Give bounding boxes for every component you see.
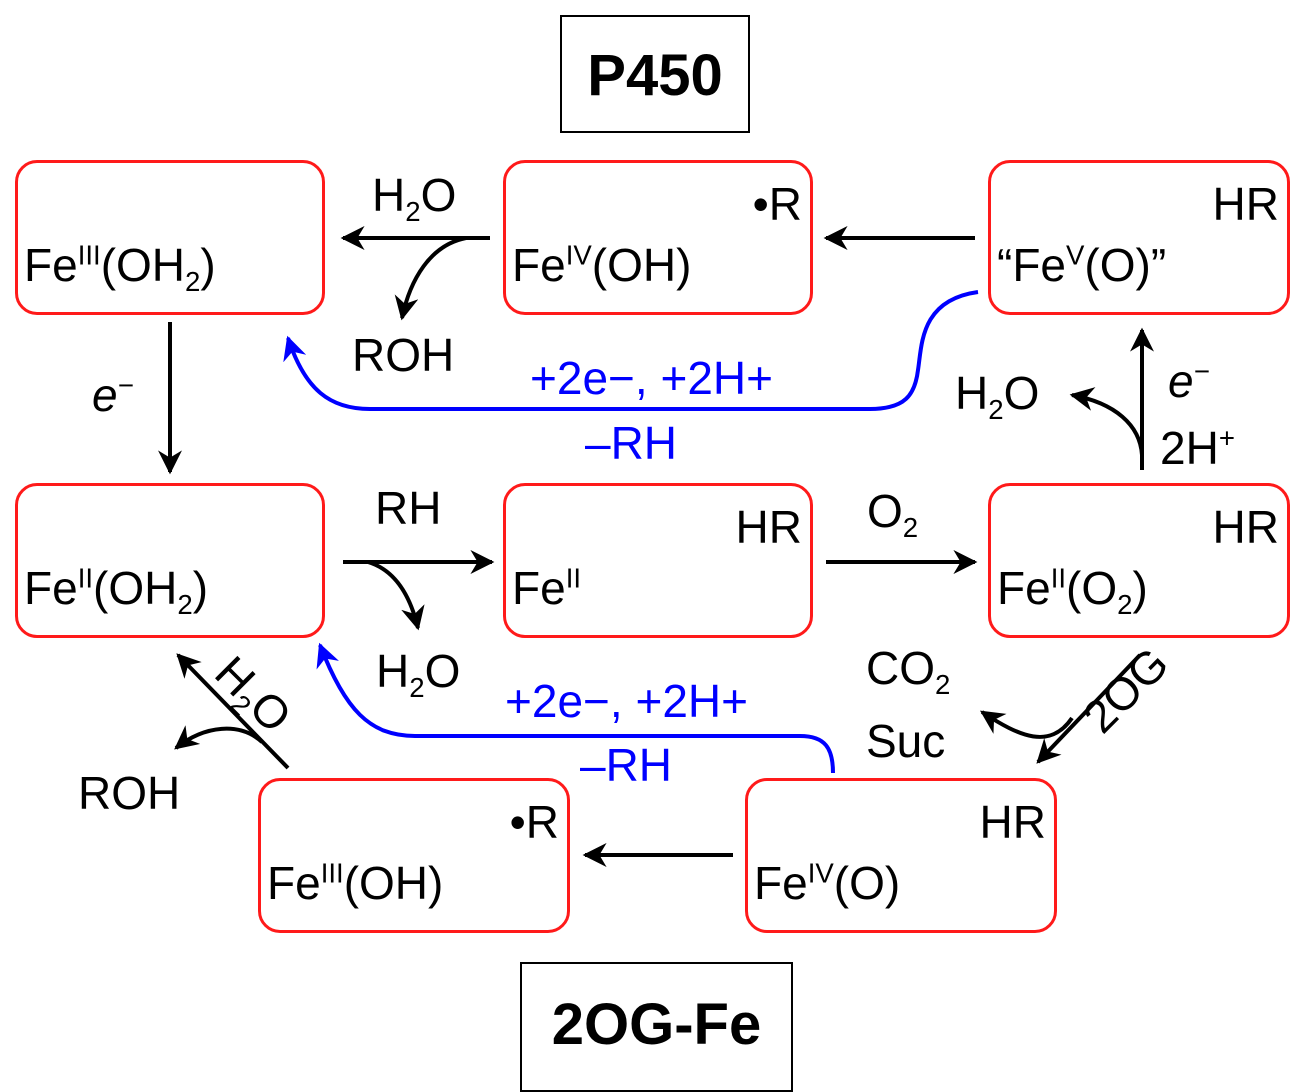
label-roh-top: ROH (352, 329, 455, 381)
label-o2: O2 (867, 485, 919, 544)
label-two-protons: 2H+ (1160, 422, 1235, 474)
state-formula: FeIV(O) (754, 857, 901, 909)
state-fe4-oxo: HR FeIV(O) (745, 778, 1057, 933)
state-formula: “FeV(O)” (997, 239, 1167, 291)
arrow-co2-release (979, 710, 1074, 739)
shunt-label-bottom-line2: –RH (580, 739, 673, 791)
state-fe2-substrate: HR FeII (503, 483, 813, 638)
state-formula: FeIII(OH2) (24, 239, 216, 298)
label-water-top: H2O (372, 169, 457, 228)
substrate-tag: HR (979, 796, 1046, 848)
arrow-s6-to-s8 (1036, 653, 1142, 764)
state-formula: FeII(OH2) (24, 562, 209, 621)
radical-tag: •R (509, 796, 559, 848)
state-fe2-aqua: FeII(OH2) (15, 483, 325, 638)
state-formula: FeIII(OH) (267, 857, 444, 909)
label-water-mid: H2O (376, 645, 461, 704)
p450-title: P450 (560, 15, 750, 133)
arrow-roh-release-top (394, 236, 467, 321)
state-formula: FeIV(OH) (512, 239, 692, 291)
label-co2: CO2 (866, 642, 951, 701)
label-rh: RH (375, 482, 442, 534)
substrate-tag: HR (1212, 501, 1279, 553)
arrow-s7-to-s4 (176, 653, 290, 770)
label-succinate: Suc (866, 715, 946, 767)
substrate-tag: HR (1212, 178, 1279, 230)
shunt-label-top-line1: +2e−, +2H+ (530, 352, 773, 404)
label-electron-left: e− (92, 369, 134, 421)
arrow-water-release-mid (367, 560, 425, 631)
shunt-label-bottom-line1: +2e−, +2H+ (505, 675, 748, 727)
state-fe2-dioxygen: HR FeII(O2) (988, 483, 1290, 638)
arrow-water-release-right (1069, 387, 1144, 456)
label-water-right: H2O (955, 367, 1040, 426)
state-fe5-oxo: HR “FeV(O)” (988, 160, 1290, 315)
state-fe3-aqua: FeIII(OH2) (15, 160, 325, 315)
substrate-tag: HR (735, 501, 802, 553)
state-formula: FeII(O2) (997, 562, 1148, 621)
2og-fe-title: 2OG-Fe (520, 962, 793, 1092)
shunt-bottom (316, 642, 835, 774)
label-roh-bottom: ROH (78, 767, 181, 819)
radical-tag: •R (752, 178, 802, 230)
shunt-top (283, 290, 979, 411)
state-formula: FeII (512, 562, 582, 614)
state-fe3-hydroxo-radical: •R FeIII(OH) (258, 778, 570, 933)
label-electron-right: e− (1168, 355, 1210, 407)
state-fe4-hydroxo-radical: •R FeIV(OH) (503, 160, 813, 315)
shunt-label-top-line2: –RH (585, 417, 678, 469)
arrow-roh-release-bottom (174, 725, 264, 750)
